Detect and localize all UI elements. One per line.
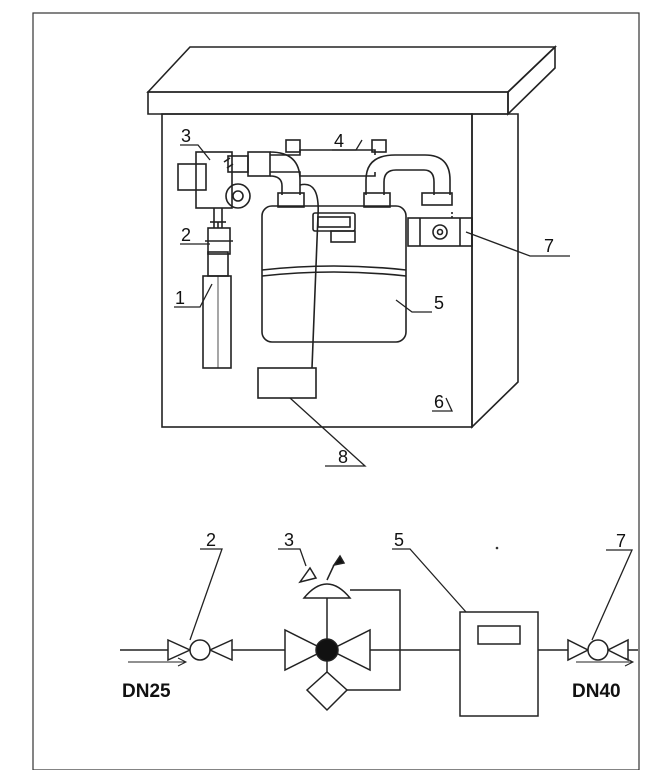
callout-3: 3 [181, 126, 191, 146]
inlet-pipe [202, 251, 232, 369]
schematic-callout-7: 7 [616, 531, 626, 551]
top-pipework [247, 139, 453, 206]
schematic-callout-2: 2 [206, 530, 216, 550]
schematic [120, 548, 638, 717]
outlet-valve [407, 212, 473, 247]
callout-4: 4 [334, 131, 344, 151]
schematic-callout-3: 3 [284, 530, 294, 550]
inlet-size-label: DN25 [122, 681, 171, 702]
cabinet-illustration [146, 45, 570, 467]
cabinet-roof [146, 45, 557, 116]
stray-dot [495, 546, 499, 550]
callout-7: 7 [544, 236, 554, 256]
pressure-regulator [177, 151, 251, 228]
gas-meter [261, 192, 407, 343]
schematic-meter [459, 611, 539, 717]
electronic-unit [257, 183, 319, 399]
schematic-leaders [189, 548, 634, 641]
schematic-regulator [284, 554, 401, 712]
page-border [32, 12, 640, 770]
cabinet-leaders [174, 139, 570, 467]
callout-6: 6 [434, 392, 444, 412]
callout-2: 2 [181, 225, 191, 245]
callout-1: 1 [175, 288, 185, 308]
cabinet-box [161, 113, 519, 429]
schematic-outlet-valve [567, 638, 629, 662]
outlet-size-label: DN40 [572, 681, 621, 702]
ball-valve [205, 221, 233, 255]
schematic-callout-5: 5 [394, 530, 404, 550]
callout-5: 5 [434, 293, 444, 313]
schematic-ball-valve [167, 638, 233, 662]
outlet-flow-arrow [576, 657, 635, 667]
inlet-flow-arrow [128, 657, 188, 667]
callout-8: 8 [338, 447, 348, 467]
